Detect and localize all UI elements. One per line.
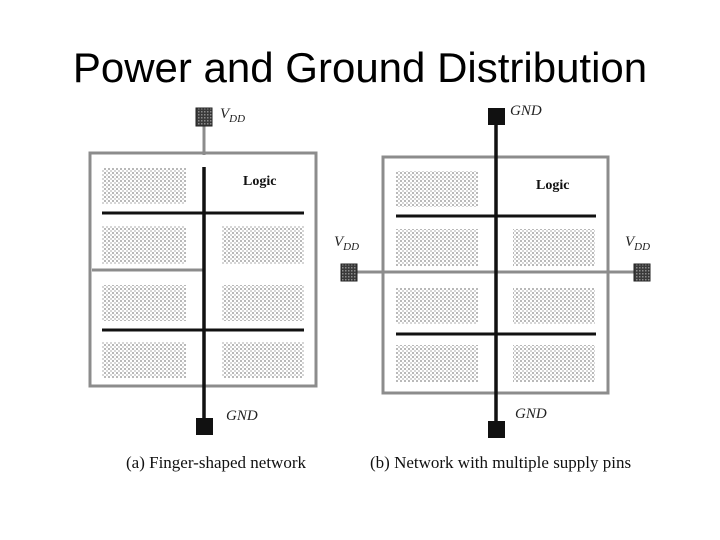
logic-block	[513, 288, 595, 324]
vdd-left-label-b: VDD	[334, 234, 359, 253]
logic-block	[396, 229, 478, 266]
logic-block	[222, 342, 304, 378]
logic-label-a: Logic	[243, 174, 276, 189]
gnd-pin-bottom	[488, 421, 505, 438]
logic-block	[513, 345, 595, 382]
logic-block	[222, 226, 304, 264]
logic-block	[396, 171, 478, 207]
vdd-network-a	[92, 107, 213, 272]
gnd-network-b	[396, 108, 596, 438]
logic-block	[102, 285, 186, 321]
logic-block	[222, 285, 304, 321]
logic-label-b: Logic	[536, 178, 569, 193]
logic-blocks-b	[396, 171, 595, 382]
gnd-label-a: GND	[226, 408, 258, 424]
gnd-pin-a	[196, 418, 213, 435]
slide-title: Power and Ground Distribution	[72, 44, 648, 91]
vdd-pin-right	[633, 263, 651, 282]
logic-block	[513, 229, 595, 266]
logic-blocks-a	[102, 168, 304, 378]
vdd-label-a: VDD	[220, 106, 245, 125]
logic-block	[396, 288, 478, 324]
gnd-network-a	[102, 167, 304, 435]
vdd-pin-left	[340, 263, 358, 282]
caption-b: (b) Network with multiple supply pins	[370, 453, 631, 472]
gnd-top-label-b: GND	[510, 103, 542, 119]
logic-block	[102, 226, 186, 264]
logic-block	[396, 345, 478, 382]
vdd-pin-a	[195, 107, 213, 127]
logic-block	[102, 342, 186, 378]
caption-a: (a) Finger-shaped network	[126, 453, 306, 472]
logic-block	[102, 168, 186, 204]
diagram-a: Logic VDD GND (a) Finger-shaped network	[88, 106, 318, 472]
diagram-b: Logic GND VDD VDD GND (b) Network with m…	[334, 103, 651, 472]
gnd-bottom-label-b: GND	[515, 406, 547, 422]
gnd-pin-top	[488, 108, 505, 125]
vdd-right-label-b: VDD	[625, 234, 650, 253]
